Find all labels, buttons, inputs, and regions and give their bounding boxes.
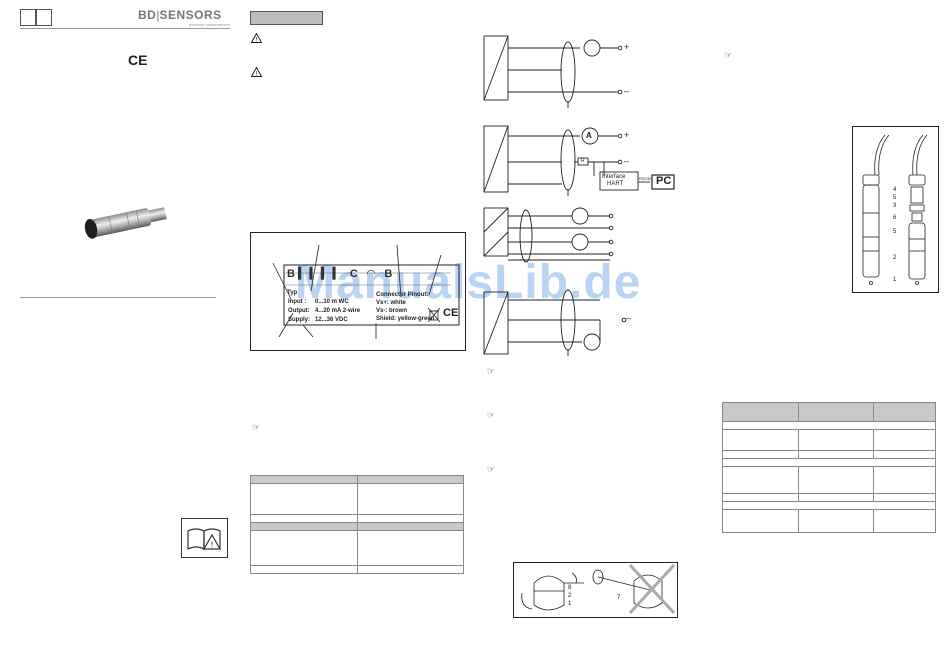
disposal-bin-icon (427, 307, 441, 327)
diagram2-minus: – (624, 156, 630, 166)
page2-table (250, 475, 464, 574)
header-rule (20, 28, 230, 29)
page-number-box-2 (36, 9, 52, 26)
diagram2-plus: + (624, 130, 630, 140)
read-manual-warning-icon: ! (181, 518, 228, 558)
brand-sensors: SENSORS (159, 8, 222, 22)
diagram2-interface-line1: Interface (602, 174, 626, 180)
plate-output-value: 4...20 mA 2-wire (315, 308, 361, 314)
diagram2-resistor-label: R (581, 158, 585, 164)
plate-supply-label: Supply: (288, 317, 310, 323)
probe-callout-4: 4 (893, 187, 897, 193)
page4-table (722, 402, 936, 533)
page-number-box-1 (20, 9, 36, 26)
probe-callout-5: 5 (893, 195, 897, 201)
plate-pin2: Vs-: brown (376, 308, 407, 314)
plate-ce-mark: CE (443, 307, 459, 319)
ce-mark: CE (128, 52, 148, 68)
wiring-diagrams: + – A + – R Interface HART RS232 PC – (482, 30, 682, 360)
plate-input-value: 0...10 m WC (315, 299, 349, 305)
note-hand-icon: ☞ (487, 464, 496, 474)
callout-1: 1 (568, 601, 572, 607)
probe-callout-3: 3 (893, 203, 897, 209)
section-heading-bar (250, 11, 323, 25)
diagram1-plus: + (624, 42, 630, 52)
svg-text:!: ! (210, 541, 213, 550)
diagram2-ammeter-label: A (586, 131, 592, 140)
svg-text:!: ! (255, 37, 257, 43)
probe-callout-1: 1 (893, 277, 897, 283)
brand-logo: BD|SENSORS pressure measurement (138, 8, 230, 27)
svg-text:!: ! (255, 71, 257, 77)
probe-callout-5b: 5 (893, 229, 897, 235)
plate-pin1: Vs+: white (376, 300, 406, 306)
callout-7: 7 (617, 595, 621, 601)
diagram2-rs232: RS232 (639, 176, 652, 181)
plate-brand-strip: B▍▍▍▍ C ◠ B (287, 268, 396, 280)
brand-bd: BD (138, 8, 157, 22)
warning-icon: ! (250, 30, 263, 48)
sensor-photo (78, 190, 178, 250)
plate-pinout-title: Connector Pinout: (376, 292, 429, 298)
probe-exploded-figure: 4 5 3 6 5 2 1 (852, 126, 939, 293)
brand-tagline: pressure measurement (188, 22, 230, 27)
diagram4-minus: – (626, 313, 632, 323)
installation-figure: 8 2 1 7 (513, 562, 678, 618)
plate-pin3: Shield: yellow-green (376, 316, 435, 322)
note-hand-icon: ☞ (724, 50, 733, 60)
callout-2: 2 (568, 593, 572, 599)
probe-callout-2: 2 (893, 255, 897, 261)
label-plate-figure: B▍▍▍▍ C ◠ B Typ Input : 0...10 m WC Outp… (250, 232, 466, 351)
plate-supply-value: 12...36 VDC (315, 317, 348, 323)
warning-icon: ! (250, 64, 263, 82)
plate-input-label: Input : (288, 299, 307, 305)
plate-output-label: Output: (288, 308, 310, 314)
diagram2-interface-line2: HART (607, 181, 624, 187)
note-hand-icon: ☞ (252, 422, 261, 432)
probe-callout-6: 6 (893, 215, 897, 221)
callout-8: 8 (568, 585, 572, 591)
note-hand-icon: ☞ (487, 366, 496, 376)
diagram2-pc: PC (656, 175, 672, 187)
page1-rule (20, 297, 216, 298)
plate-type-prefix: Typ (287, 290, 298, 296)
diagram1-minus: – (624, 86, 630, 96)
note-hand-icon: ☞ (487, 410, 496, 420)
